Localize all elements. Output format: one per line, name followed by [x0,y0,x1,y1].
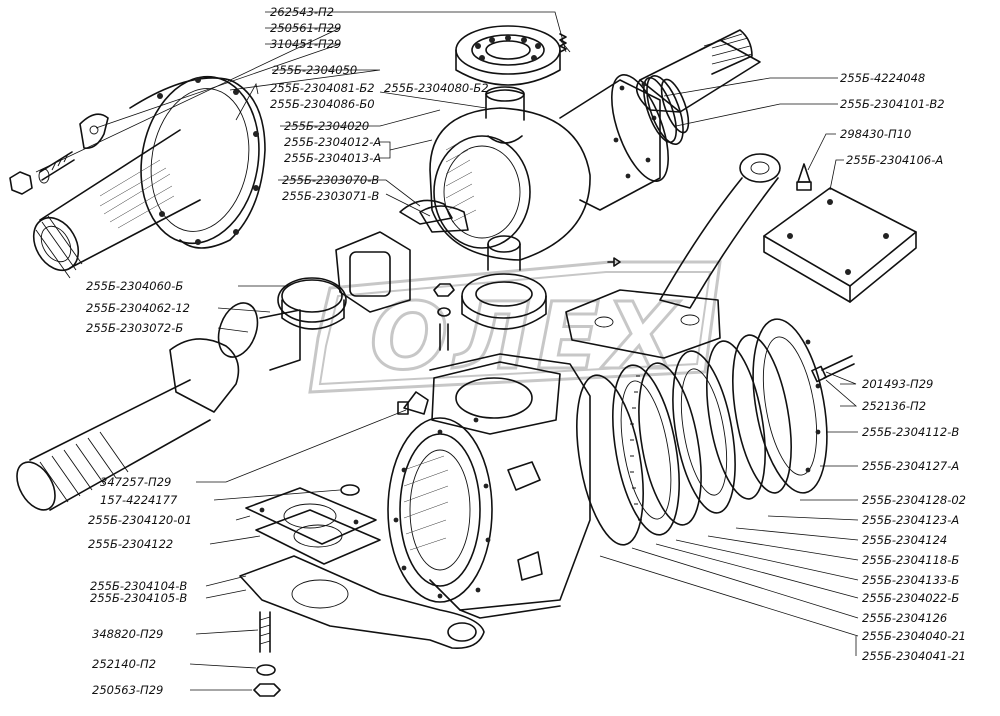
label-2304112-v: 255Б-2304112-В [862,425,959,439]
label-2304040-21: 255Б-2304040-21 [862,629,966,643]
cardan-cross-and-caps [277,199,469,330]
label-2304062-12: 255Б-2304062-12 [86,301,190,315]
label-2303072-b: 255Б-2303072-Б [86,321,183,335]
label-2304086-b0: 255Б-2304086-Б0 [270,97,375,111]
label-348820-p29: 348820-П29 [92,627,163,641]
bolt-right [811,355,855,383]
label-2304022-b: 255Б-2304022-Б [862,591,959,605]
label-252140-p2: 252140-П2 [92,657,156,671]
top-bearing [455,25,561,86]
label-2304122: 255Б-2304122 [88,537,173,551]
label-2304081-b2: 255Б-2304081-Б2 [270,81,375,95]
bottom-washer [256,664,276,676]
label-2304128-02: 255Б-2304128-02 [862,493,966,507]
part-labels: 262543-П2 250561-П29 310451-П29 255Б-230… [86,5,966,697]
bottom-stud [259,611,271,653]
label-2303070-v: 255Б-2303070-В [282,173,379,187]
label-2304123-a: 255Б-2304123-А [862,513,959,527]
label-2304126: 255Б-2304126 [862,611,947,625]
bolt-nut-left [9,151,75,195]
label-2304060-b: 255Б-2304060-Б [86,279,183,293]
steering-arm [565,153,781,359]
label-298430-p10: 298430-П10 [840,127,911,141]
label-2304012-a: 255Б-2304012-А [284,135,381,149]
label-2304124: 255Б-2304124 [862,533,947,547]
label-310451-p29: 310451-П29 [270,37,341,51]
label-2304041-21: 255Б-2304041-21 [862,649,966,663]
label-2304020: 255Б-2304020 [284,119,369,133]
leader-lines [35,11,859,691]
label-2304106-a: 255Б-2304106-А [846,153,943,167]
watermark-text: ОЛЕХ [370,283,682,390]
label-2304120-01: 255Б-2304120-01 [88,513,192,527]
center-stud [439,323,449,351]
gasket-lower [255,509,381,565]
grease-fitting [796,163,812,191]
watermark-logo-icon: ОЛЕХ [308,260,722,394]
lower-bearing [461,235,547,330]
label-201493-p29: 201493-П29 [862,377,933,391]
label-2304105-v: 255Б-2304105-В [90,591,187,605]
ring-gear-stack [576,318,828,546]
mini-nipple [607,257,621,267]
label-2304050: 255Б-2304050 [272,63,357,77]
label-250563-p29: 250563-П29 [92,683,163,697]
bottom-nut [253,683,281,697]
small-o-ring [340,484,360,496]
elbow-fitting [397,391,429,415]
label-2303071-v: 255Б-2303071-В [282,189,379,203]
label-2304013-a: 255Б-2304013-А [284,151,381,165]
center-washer [437,307,451,317]
upper-seal-rings [646,75,690,145]
cover-plate [763,187,917,303]
small-clamp [79,113,109,150]
label-2304080-b2: 255Б-2304080-Б2 [384,81,489,95]
left-flange-housing [32,75,266,279]
label-347257-p29: 347257-П29 [100,475,171,489]
label-252136-p2: 252136-П2 [862,399,926,413]
upper-splined-shaft [635,29,761,113]
center-nut [433,283,455,297]
lower-yoke-shaft [16,302,301,511]
label-2304101-v2: 255Б-2304101-В2 [840,97,945,111]
label-250561-p29: 250561-П29 [270,21,341,35]
label-2304118-b: 255Б-2304118-Б [862,553,959,567]
label-157-4224177: 157-4224177 [100,493,178,507]
label-4224048: 255Б-4224048 [840,71,925,85]
label-2304104-v: 255Б-2304104-В [90,579,187,593]
top-spring-pin [559,33,571,53]
ball-housing [429,74,677,261]
bottom-lever [239,555,485,649]
label-2304133-b: 255Б-2304133-Б [862,573,959,587]
main-housing [387,353,591,619]
label-2304127-a: 255Б-2304127-А [862,459,959,473]
label-262543-p2: 262543-П2 [270,5,334,19]
